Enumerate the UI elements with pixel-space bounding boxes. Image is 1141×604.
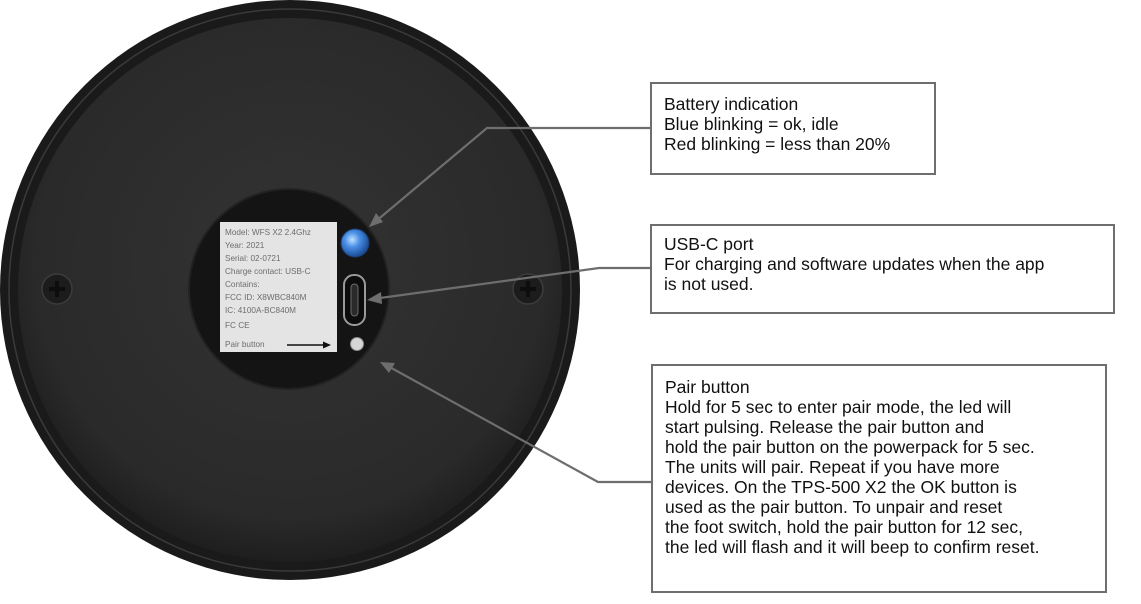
label-pair-button: Pair button — [225, 340, 265, 349]
usb-c-port-callout: USB-C port For charging and software upd… — [650, 224, 1115, 314]
pair-arrowhead-icon — [380, 362, 395, 373]
leader-arrowheads — [367, 213, 395, 373]
callout-line: Hold for 5 sec to enter pair mode, the l… — [665, 397, 1012, 417]
label-ic: IC: 4100A-BC840M — [225, 306, 296, 315]
callout-line: the led will flash and it will beep to c… — [665, 537, 1040, 557]
pair-leader-line — [385, 364, 651, 484]
callout-line: The units will pair. Repeat if you have … — [665, 457, 1000, 477]
callout-line: devices. On the TPS-500 X2 the OK button… — [665, 477, 1017, 497]
battery-arrowhead-icon — [369, 213, 383, 227]
label-contains: Contains: — [225, 280, 260, 289]
pair-button-icon — [350, 337, 364, 351]
right-screw-icon — [512, 273, 544, 305]
callout-title: Battery indication — [664, 94, 799, 114]
callout-line: Blue blinking = ok, idle — [664, 114, 839, 134]
battery-led-icon — [340, 228, 370, 258]
product-label — [220, 222, 337, 352]
callout-line: the foot switch, hold the pair button fo… — [665, 517, 1023, 537]
callout-line: For charging and software updates when t… — [664, 254, 1045, 274]
label-year: Year: 2021 — [225, 241, 265, 250]
leader-lines — [372, 126, 651, 484]
battery-indication-callout: Battery indication Blue blinking = ok, i… — [650, 82, 936, 175]
pair-button-callout: Pair button Hold for 5 sec to enter pair… — [651, 364, 1107, 593]
callout-title: USB-C port — [664, 234, 754, 254]
arrow-right-icon — [287, 341, 331, 349]
usb-c-port-icon — [343, 274, 366, 326]
callout-line: used as the pair button. To unpair and r… — [665, 497, 1003, 517]
callout-line: hold the pair button on the powerpack fo… — [665, 437, 1035, 457]
label-fcc-id: FCC ID: X8WBC840M — [225, 293, 307, 302]
usb-leader-line — [372, 266, 650, 301]
left-screw-icon — [41, 273, 73, 305]
label-charge-contact: Charge contact: USB-C — [225, 267, 311, 276]
label-certification-marks: FC CE — [225, 321, 250, 330]
battery-leader-line — [374, 126, 650, 223]
callout-title: Pair button — [665, 377, 750, 397]
label-model: Model: WFS X2 2.4Ghz — [225, 228, 311, 237]
label-serial: Serial: 02-0721 — [225, 254, 281, 263]
callout-line: Red blinking = less than 20% — [664, 134, 891, 154]
callout-line: start pulsing. Release the pair button a… — [665, 417, 985, 437]
callout-line: is not used. — [664, 274, 754, 294]
device-rim-edge — [8, 8, 572, 572]
usb-arrowhead-icon — [367, 292, 382, 304]
